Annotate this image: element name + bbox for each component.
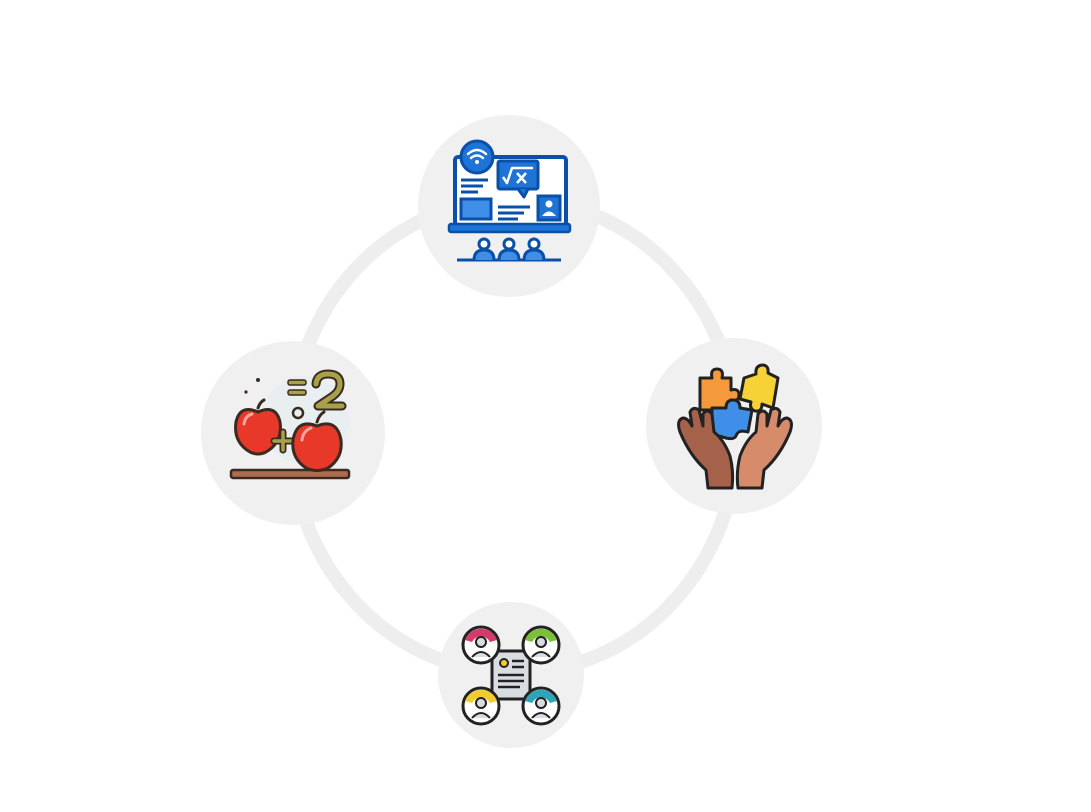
apple-math-addition-icon xyxy=(229,369,351,480)
node-left xyxy=(201,341,385,525)
node-bottom xyxy=(438,602,584,748)
puzzle-hands-icon xyxy=(677,363,793,490)
node-top xyxy=(418,115,600,297)
team-document-network-icon xyxy=(461,625,561,726)
node-right xyxy=(646,338,822,514)
online-classroom-icon xyxy=(447,139,572,262)
